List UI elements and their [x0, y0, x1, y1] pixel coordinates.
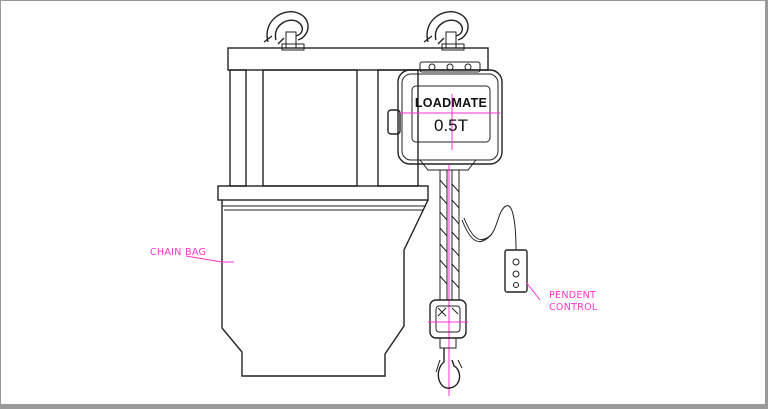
chain-bag-annotation — [185, 255, 234, 263]
bottom-hook-block — [428, 299, 468, 389]
left-suspension-hook — [263, 11, 309, 51]
right-suspension-hook — [423, 11, 469, 51]
pendent-control-label-line2: CONTROL — [549, 302, 598, 313]
load-chain — [439, 165, 460, 396]
trolley-frame — [217, 47, 489, 201]
pendent-control — [461, 205, 541, 301]
hoist-body — [387, 61, 503, 171]
hoist-capacity-label: 0.5T — [434, 116, 468, 135]
chain-bag — [221, 199, 429, 377]
hoist-brand-label: LOADMATE — [415, 96, 487, 110]
chain-bag-label: CHAIN BAG — [150, 247, 206, 258]
pendent-control-label-line1: PENDENT — [549, 290, 596, 301]
